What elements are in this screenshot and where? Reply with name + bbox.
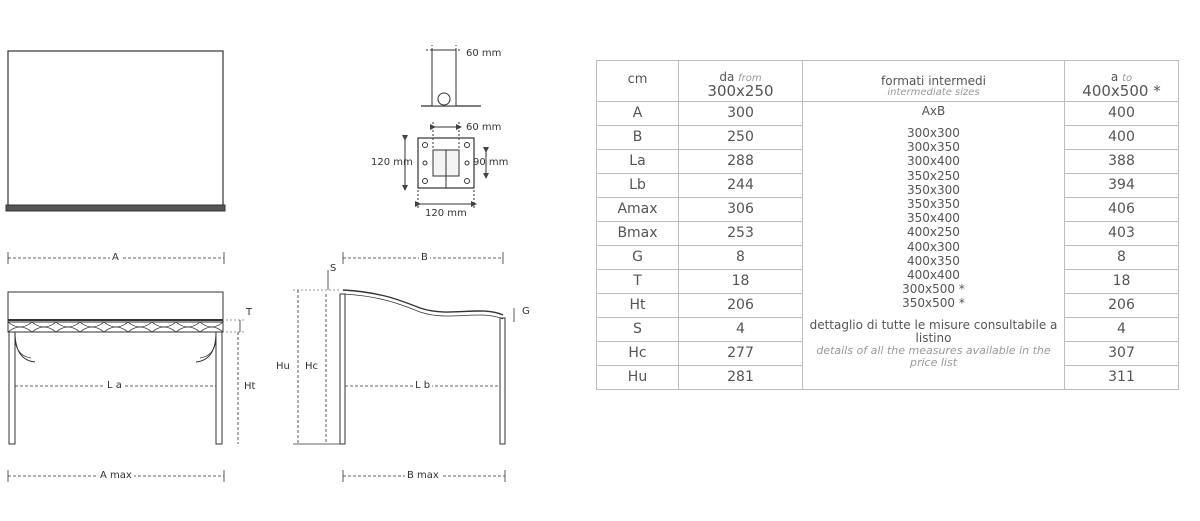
side-view: [293, 252, 515, 482]
header-to: a to 400x500 *: [1064, 60, 1179, 102]
intermediate-size: 400x400: [907, 268, 960, 283]
dim-amax-label: A max: [98, 470, 134, 481]
row-to-value: 18: [1064, 269, 1179, 294]
intermediate-size: 300x500 *: [902, 282, 965, 297]
header-cm: cm: [596, 60, 679, 102]
intermediate-size: 400x300: [907, 239, 960, 254]
intermediate-size: 400x350: [907, 253, 960, 268]
note-italian: dettaglio di tutte le misure consultabil…: [809, 317, 1058, 345]
row-label: Lb: [596, 173, 679, 198]
row-to-value: 406: [1064, 197, 1179, 222]
dim-lb-label: L b: [413, 380, 433, 391]
row-from-value: 300: [678, 101, 803, 126]
dim-bmax-label: B max: [405, 470, 441, 481]
row-label: Hu: [596, 365, 679, 390]
row-to-value: 311: [1064, 365, 1179, 390]
row-from-value: 250: [678, 125, 803, 150]
row-to-value: 403: [1064, 221, 1179, 246]
row-from-value: 18: [678, 269, 803, 294]
row-to-value: 8: [1064, 245, 1179, 270]
row-label: Bmax: [596, 221, 679, 246]
row-label: La: [596, 149, 679, 174]
note-english: details of all the measures available in…: [816, 343, 1051, 369]
intermediate-size: 350x250: [907, 168, 960, 183]
post-width-label: 60 mm: [466, 48, 502, 59]
table-header-row: cm da from 300x250 formati intermedi int…: [596, 60, 1179, 102]
row-from-value: 281: [678, 365, 803, 390]
row-to-value: 400: [1064, 125, 1179, 150]
dim-b-label: B: [419, 252, 430, 263]
row-label: B: [596, 125, 679, 150]
dim-hu-label: Hu: [276, 361, 290, 372]
row-from-value: 4: [678, 317, 803, 342]
intermediate-size: 350x300: [907, 182, 960, 197]
row-from-value: 277: [678, 341, 803, 366]
dim-t-label: T: [246, 307, 253, 318]
dim-hc-label: Hc: [305, 361, 319, 372]
row-label: Hc: [596, 341, 679, 366]
row-to-value: 400: [1064, 101, 1179, 126]
plate-left-label: 120 mm: [371, 157, 413, 168]
row-label: A: [596, 101, 679, 126]
row-to-value: 388: [1064, 149, 1179, 174]
header-from: da from 300x250: [678, 60, 803, 102]
plate-right-label: 90 mm: [473, 157, 509, 168]
dim-la-label: L a: [105, 380, 124, 391]
row-from-value: 8: [678, 245, 803, 270]
row-label: Ht: [596, 293, 679, 318]
intermediate-size: 400x250: [907, 225, 960, 240]
dim-s-label: S: [330, 263, 337, 274]
row-label: S: [596, 317, 679, 342]
row-label: G: [596, 245, 679, 270]
post-section: [421, 45, 481, 107]
dimensions-table: cm da from 300x250 formati intermedi int…: [596, 60, 1179, 390]
row-to-value: 4: [1064, 317, 1179, 342]
row-to-value: 206: [1064, 293, 1179, 318]
row-from-value: 306: [678, 197, 803, 222]
dim-a-label: A: [110, 252, 121, 263]
row-to-value: 307: [1064, 341, 1179, 366]
row-from-value: 288: [678, 149, 803, 174]
intermediate-size: 300x400: [907, 154, 960, 169]
intermediate-size: 300x350: [907, 140, 960, 155]
row-from-value: 253: [678, 221, 803, 246]
row-from-value: 244: [678, 173, 803, 198]
plate-bottom-label: 120 mm: [425, 208, 467, 219]
row-from-value: 206: [678, 293, 803, 318]
intermediate-size: 350x350: [907, 197, 960, 212]
header-intermediate: formati intermedi intermediate sizes: [802, 60, 1065, 102]
intermediate-size: 300x300: [907, 126, 960, 140]
intermediate-size: 350x500 *: [902, 296, 965, 311]
top-view: [5, 50, 226, 212]
row-label: T: [596, 269, 679, 294]
dim-g-label: G: [522, 306, 530, 317]
plate-top-label: 60 mm: [466, 122, 502, 133]
axb-label: AxB: [921, 104, 946, 118]
technical-drawings: [5, 45, 515, 482]
front-view: [7, 252, 244, 482]
base-plate: [402, 122, 489, 210]
intermediate-size: 350x400: [907, 211, 960, 226]
dim-ht-label: Ht: [244, 381, 256, 392]
row-to-value: 394: [1064, 173, 1179, 198]
row-label: Amax: [596, 197, 679, 222]
